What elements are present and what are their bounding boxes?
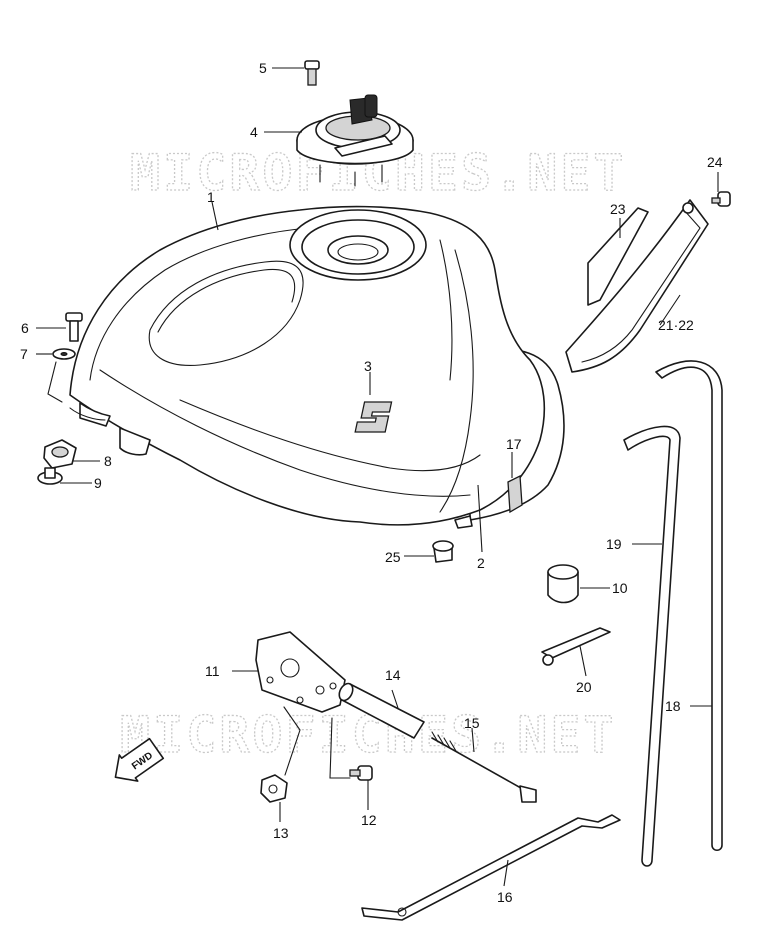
tank-bracket[interactable] — [255, 631, 346, 713]
breather-hose[interactable] — [655, 360, 723, 852]
side-cover[interactable] — [565, 199, 709, 373]
callout-1: 1 — [207, 189, 215, 205]
callout-17: 17 — [506, 436, 522, 452]
callout-8: 8 — [104, 453, 112, 469]
callout-5: 5 — [259, 60, 267, 76]
callout-16: 16 — [497, 889, 513, 905]
callout-20: 20 — [576, 679, 592, 695]
callout-21-22: 21·22 — [658, 317, 694, 333]
fuel-cap[interactable] — [296, 94, 414, 187]
support-pipe[interactable] — [337, 681, 425, 739]
forward-arrow-icon: FWD — [114, 737, 165, 782]
fuel-tank[interactable] — [69, 205, 565, 529]
rubber-cushion[interactable] — [547, 564, 579, 604]
side-cover-decal[interactable] — [587, 207, 649, 306]
callout-15: 15 — [464, 715, 480, 731]
cap-bolt[interactable] — [304, 60, 320, 86]
callout-14: 14 — [385, 667, 401, 683]
mount-bolt[interactable] — [65, 312, 83, 342]
callout-13: 13 — [273, 825, 289, 841]
bracket-screw[interactable] — [349, 765, 373, 781]
bracket-nut[interactable] — [260, 774, 288, 803]
mount-washer[interactable] — [52, 348, 76, 360]
long-bolt[interactable] — [431, 731, 537, 803]
callout-25: 25 — [385, 549, 401, 565]
callout-19: 19 — [606, 536, 622, 552]
callout-12: 12 — [361, 812, 377, 828]
callout-labels: 1 2 3 4 5 6 7 8 9 10 11 12 13 14 15 16 1… — [20, 60, 723, 905]
callout-3: 3 — [364, 358, 372, 374]
callout-24: 24 — [707, 154, 723, 170]
tank-grommet[interactable] — [432, 540, 454, 563]
leader-lines — [36, 67, 719, 887]
cover-screw[interactable] — [711, 191, 731, 207]
callout-2: 2 — [477, 555, 485, 571]
callout-11: 11 — [205, 663, 220, 679]
callout-10: 10 — [612, 580, 628, 596]
hose-clamp[interactable] — [541, 627, 611, 666]
mount-cushion[interactable] — [43, 439, 77, 469]
callout-7: 7 — [20, 346, 28, 362]
overflow-pipe[interactable] — [361, 814, 621, 921]
callout-6: 6 — [21, 320, 29, 336]
callout-23: 23 — [610, 201, 626, 217]
callout-18: 18 — [665, 698, 681, 714]
mount-collar[interactable] — [37, 467, 63, 485]
callout-9: 9 — [94, 475, 102, 491]
watermark-bottom: MICROFICHES.NET — [120, 706, 617, 764]
drain-hose[interactable] — [623, 425, 681, 867]
callout-4: 4 — [250, 124, 258, 140]
